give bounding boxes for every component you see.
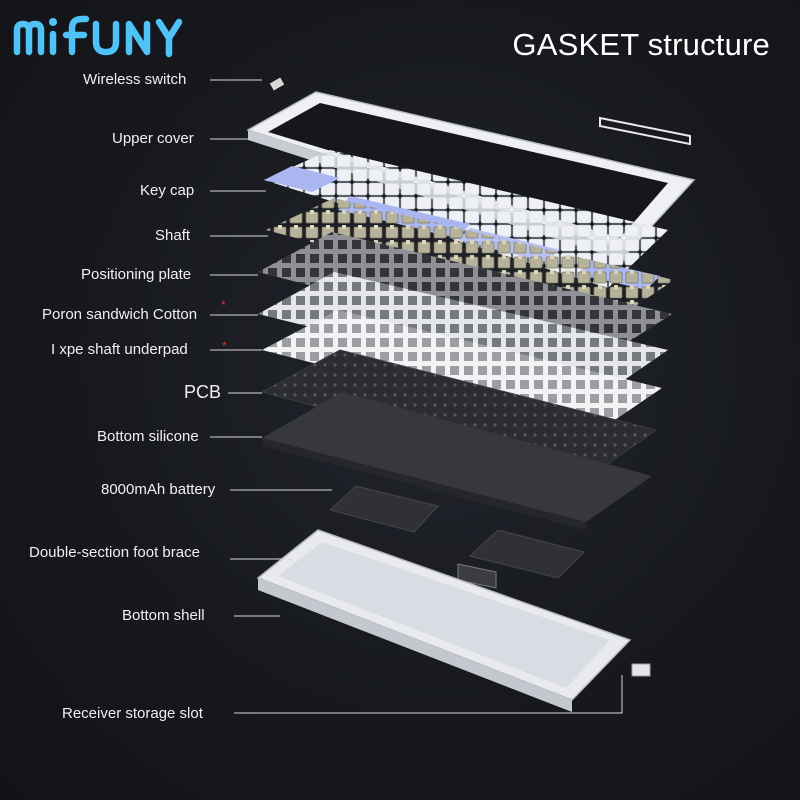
label-receiver-storage-slot: Receiver storage slot — [62, 705, 203, 722]
battery-part — [328, 485, 585, 579]
brand-logo — [13, 15, 183, 58]
wireless-switch-part — [269, 77, 285, 91]
label-positioning-plate: Positioning plate — [81, 266, 192, 283]
label-ixpe-shaft-underpad: I xpe shaft underpad — [51, 341, 188, 358]
receiver-part — [631, 663, 651, 677]
label-shaft: Shaft — [155, 227, 191, 244]
label-pcb: PCB — [184, 382, 222, 402]
label-upper-cover: Upper cover — [112, 130, 194, 147]
diagram-title: GASKET structure — [512, 27, 770, 62]
leader-lines — [210, 79, 623, 714]
label-battery: 8000mAh battery — [101, 481, 216, 498]
label-bottom-silicone: Bottom silicone — [97, 428, 199, 445]
label-poron-sandwich-cotton: Poron sandwich Cotton — [42, 306, 198, 323]
label-wireless-switch: Wireless switch — [83, 71, 187, 88]
bottom-silicone-part — [262, 392, 652, 530]
asterisk-marker-ixpe: * — [222, 339, 227, 353]
label-key-cap: Key cap — [140, 182, 195, 199]
label-bottom-shell: Bottom shell — [122, 607, 205, 624]
asterisk-marker-poron: * — [221, 298, 226, 312]
label-foot-brace: Double-section foot brace — [29, 544, 200, 561]
ixpe-underpad-part — [262, 310, 662, 434]
bottom-shell-part — [256, 529, 632, 712]
